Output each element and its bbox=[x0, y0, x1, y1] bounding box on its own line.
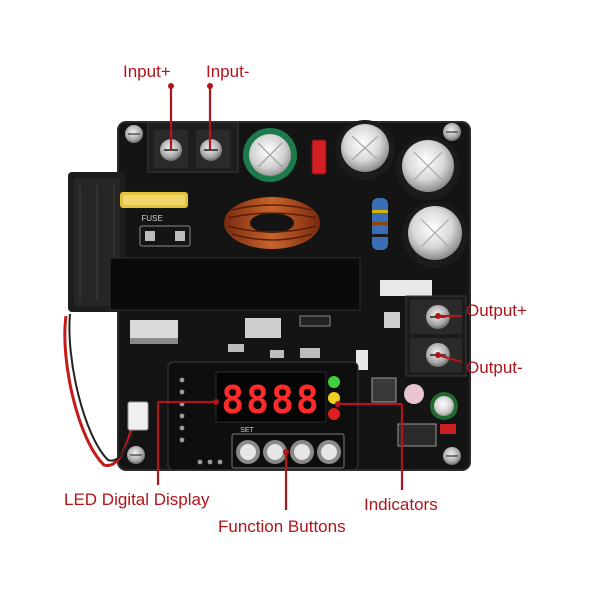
led-digits: 8888 bbox=[221, 378, 321, 422]
capacitor-lower bbox=[402, 202, 468, 268]
fan-wire-red bbox=[63, 315, 138, 467]
label-output-minus: Output- bbox=[466, 358, 523, 377]
label-output-plus: Output+ bbox=[466, 301, 527, 320]
fan-connector bbox=[127, 401, 149, 431]
control-panel: 8888 SET bbox=[167, 361, 359, 471]
power-switch bbox=[311, 139, 327, 175]
label-input-plus: Input+ bbox=[123, 62, 171, 81]
input-terminal-block bbox=[147, 121, 239, 173]
function-button-4[interactable] bbox=[317, 440, 341, 464]
capacitor-top bbox=[335, 120, 395, 180]
indicator-led-yellow bbox=[328, 392, 340, 404]
function-button-set[interactable] bbox=[236, 440, 260, 464]
red-led bbox=[440, 424, 456, 434]
inductor-coil bbox=[224, 197, 320, 249]
mounting-screws bbox=[125, 123, 461, 465]
set-mark: SET bbox=[240, 427, 254, 434]
callout-lines bbox=[156, 86, 463, 510]
smd-components bbox=[130, 280, 437, 447]
heatsink bbox=[110, 258, 360, 310]
function-button-2[interactable] bbox=[263, 440, 287, 464]
indicator-led-red bbox=[328, 408, 340, 420]
pink-component bbox=[404, 384, 424, 404]
function-button-3[interactable] bbox=[290, 440, 314, 464]
output-terminal-block bbox=[405, 295, 467, 377]
small-capacitor bbox=[243, 128, 297, 182]
fan-wire-black bbox=[68, 313, 139, 462]
label-input-minus: Input- bbox=[206, 62, 250, 81]
fuse-label: FUSE bbox=[141, 214, 162, 223]
callout-dots bbox=[168, 83, 441, 455]
capacitor-right bbox=[396, 136, 460, 200]
resistor bbox=[372, 198, 388, 250]
indicator-led-green bbox=[328, 376, 340, 388]
fuse: FUSE bbox=[120, 192, 191, 247]
led-display-window bbox=[215, 371, 327, 423]
label-indicators: Indicators bbox=[364, 495, 438, 514]
leader-output-minus bbox=[437, 353, 463, 364]
output-capacitor bbox=[430, 392, 458, 420]
label-function-buttons: Function Buttons bbox=[218, 517, 346, 536]
label-led-digital-display: LED Digital Display bbox=[64, 490, 210, 509]
